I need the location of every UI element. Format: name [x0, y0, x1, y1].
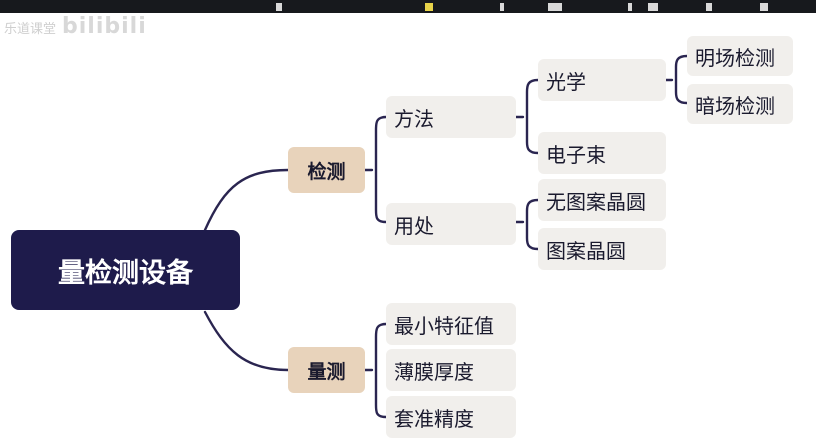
connector-root-jiance: [205, 170, 288, 230]
node-guangxue: 光学: [538, 59, 666, 101]
connector-yongchu-fork: [515, 200, 538, 249]
connector-liangce-fork: [364, 324, 386, 417]
node-tuan: 图案晶圆: [538, 228, 666, 270]
connector-fangfa-fork: [515, 80, 538, 153]
connector-root-liangce: [205, 312, 288, 370]
node-bomo: 薄膜厚度: [386, 349, 516, 391]
connector-guangxue-fork: [665, 56, 687, 103]
node-mingchang: 明场检测: [687, 36, 793, 76]
node-anchang: 暗场检测: [687, 84, 793, 124]
connector-jiance-fork: [364, 117, 386, 222]
node-dianzishu: 电子束: [538, 132, 666, 174]
node-yongchu: 用处: [386, 203, 516, 245]
node-taozhun: 套准精度: [386, 396, 516, 438]
node-fangfa: 方法: [386, 96, 516, 138]
root-node: 量检测设备: [11, 230, 240, 310]
branch-node-jiance: 检测: [288, 147, 365, 193]
node-zuixiao: 最小特征值: [386, 303, 516, 345]
node-wutuan: 无图案晶圆: [538, 179, 666, 221]
branch-node-liangce: 量测: [288, 347, 365, 393]
